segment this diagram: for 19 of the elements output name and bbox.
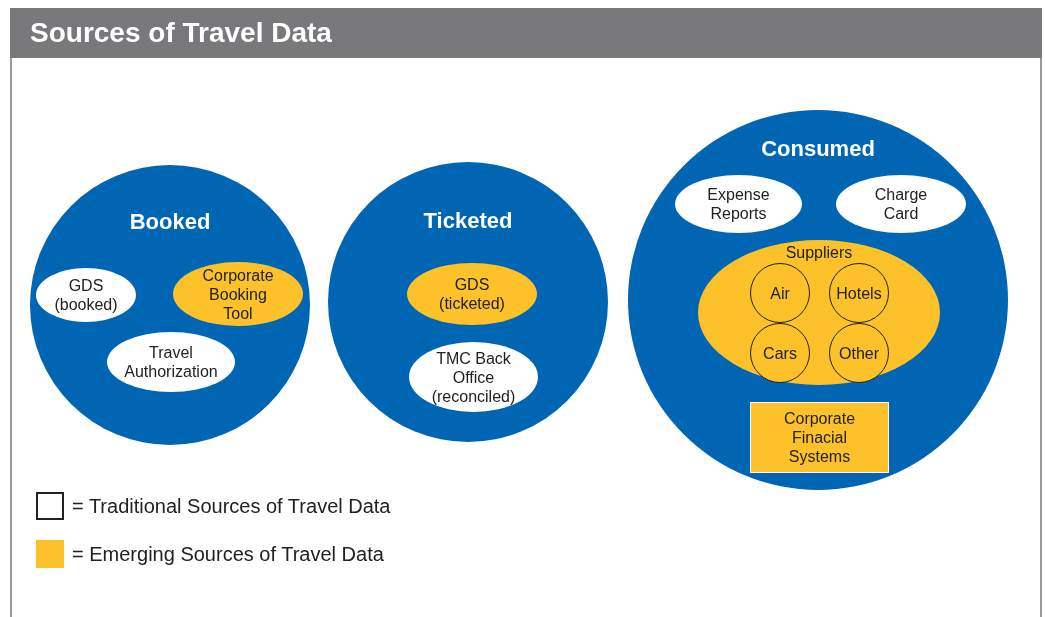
- legend-text: = Emerging Sources of Travel Data: [72, 542, 384, 566]
- source-ellipse: GDS (booked): [36, 268, 136, 322]
- circle-heading: Consumed: [760, 136, 876, 162]
- title-bar: Sources of Travel Data: [10, 8, 1042, 58]
- source-ellipse: GDS (ticketed): [407, 263, 537, 325]
- group-heading: Suppliers: [784, 244, 854, 262]
- source-box: Corporate Finacial Systems: [750, 402, 889, 473]
- source-ellipse: Charge Card: [836, 175, 966, 233]
- source-ellipse: Travel Authorization: [107, 332, 235, 392]
- source-ellipse: Expense Reports: [675, 175, 802, 233]
- circle-heading: Ticketed: [422, 208, 514, 234]
- supplier-circle: Hotels: [829, 263, 889, 323]
- legend-text: = Traditional Sources of Travel Data: [72, 494, 391, 518]
- source-ellipse: Corporate Booking Tool: [173, 262, 303, 326]
- supplier-circle: Cars: [750, 323, 810, 383]
- supplier-circle: Air: [750, 263, 810, 323]
- supplier-circle: Other: [829, 323, 889, 383]
- source-ellipse: TMC Back Office (reconciled): [409, 342, 538, 412]
- circle-heading: Booked: [128, 209, 212, 235]
